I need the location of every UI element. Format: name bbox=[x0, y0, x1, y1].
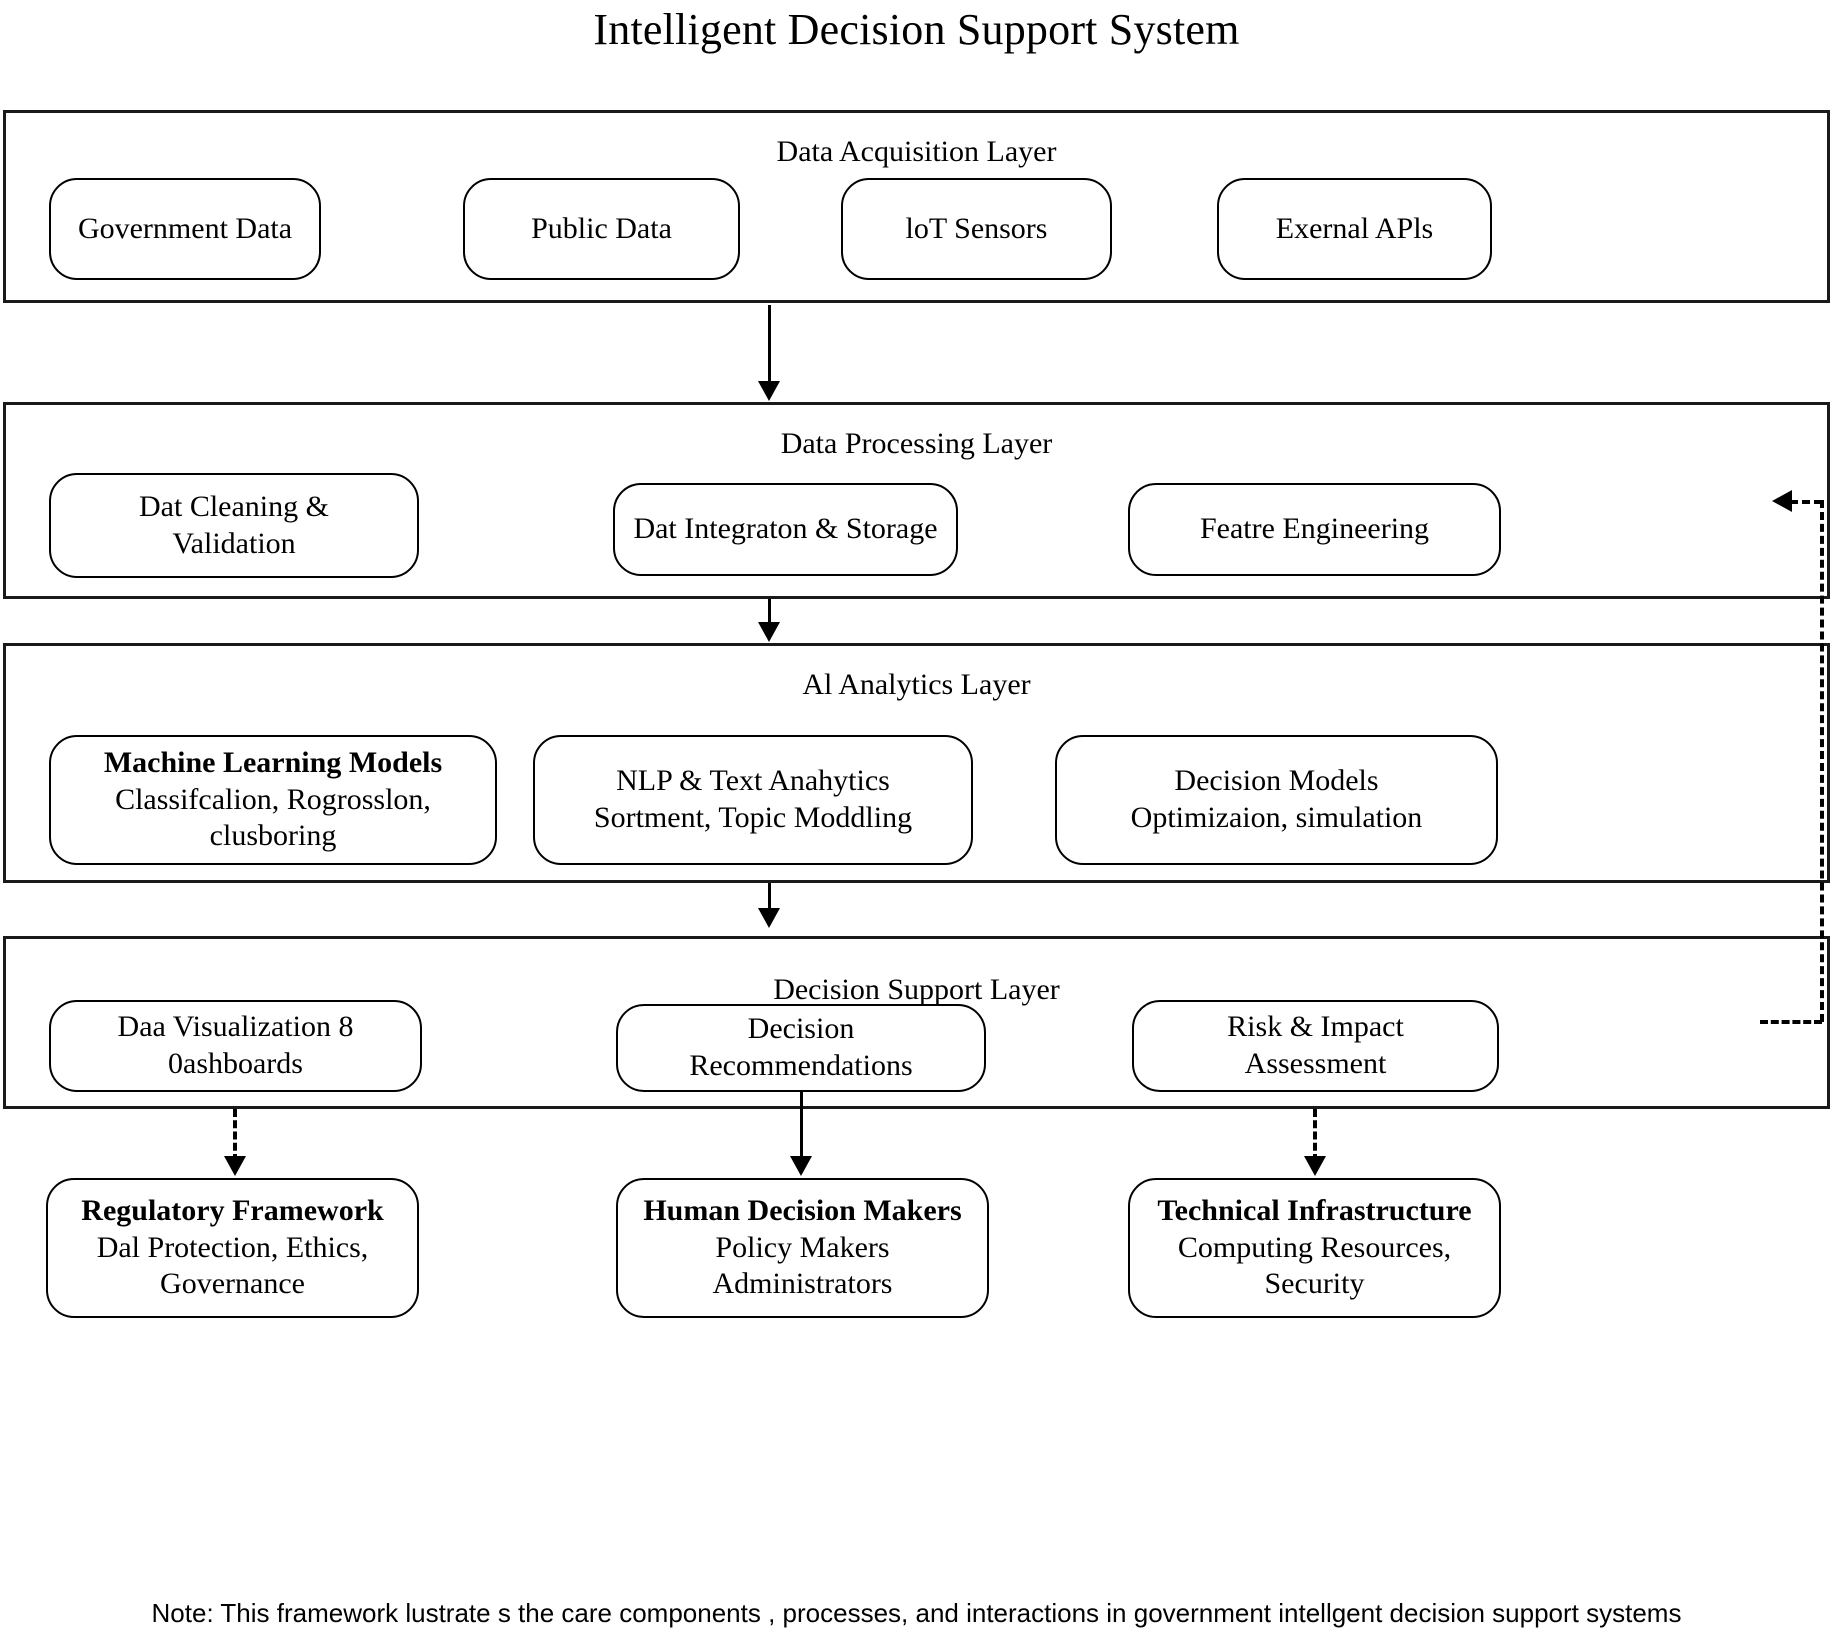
node-nlp-text-analytics[interactable]: NLP & Text Anahytics Sortment, Topic Mod… bbox=[533, 735, 973, 865]
node-decision-models-title: Decision Models bbox=[1174, 764, 1379, 798]
node-feature-engineering-label: Featre Engineering bbox=[1199, 512, 1430, 546]
node-data-integration-storage-label: Dat Integraton & Storage bbox=[633, 512, 938, 546]
arrow-processing-to-ai-head bbox=[758, 622, 780, 642]
connector-to-technical-infrastructure-dashed bbox=[1313, 1109, 1317, 1162]
node-iot-sensors[interactable]: loT Sensors bbox=[841, 178, 1112, 280]
node-technical-infrastructure-title: Technical Infrastructure bbox=[1157, 1194, 1472, 1228]
connector-to-human-decision-makers-line bbox=[800, 1092, 803, 1162]
arrow-processing-to-ai-line bbox=[768, 599, 771, 627]
page-title: Intelligent Decision Support System bbox=[593, 5, 1240, 54]
node-iot-sensors-label: loT Sensors bbox=[905, 211, 1048, 245]
feedback-loop-vertical-dashed bbox=[1820, 500, 1824, 1022]
node-decision-models[interactable]: Decision Models Optimizaion, simulation bbox=[1055, 735, 1498, 865]
node-feature-engineering[interactable]: Featre Engineering bbox=[1128, 483, 1501, 576]
connector-to-human-decision-makers-head bbox=[790, 1156, 812, 1176]
footer-note: Note: This framework lustrate s the care… bbox=[151, 1597, 1682, 1628]
node-decision-models-sub: Optimizaion, simulation bbox=[1130, 801, 1423, 834]
arrow-acquisition-to-processing-line bbox=[768, 305, 771, 383]
layer-title-data-acquisition: Data Acquisition Layer bbox=[776, 135, 1057, 168]
node-government-data[interactable]: Government Data bbox=[49, 178, 321, 280]
node-regulatory-framework[interactable]: Regulatory Framework Dal Protection, Eth… bbox=[46, 1178, 419, 1318]
node-technical-infrastructure-sub: Computing Resources, Security bbox=[1177, 1230, 1452, 1301]
node-public-data-label: Public Data bbox=[531, 211, 672, 245]
arrow-ai-to-decision-head bbox=[758, 908, 780, 928]
feedback-loop-bottom-dashed bbox=[1760, 1020, 1822, 1024]
node-machine-learning-models-title: Machine Learning Models bbox=[103, 746, 443, 780]
node-government-data-label: Government Data bbox=[77, 211, 293, 245]
node-nlp-text-analytics-title: NLP & Text Anahytics bbox=[616, 764, 890, 798]
node-human-decision-makers-sub: Policy Makers Administrators bbox=[712, 1230, 893, 1301]
node-machine-learning-models-sub: Classifcalion, Rogrosslon, clusboring bbox=[115, 782, 431, 853]
node-data-visualization-dashboards[interactable]: Daa Visualization 8 0ashboards bbox=[49, 1000, 422, 1092]
layer-title-decision-support: Decision Support Layer bbox=[773, 973, 1060, 1006]
feedback-loop-arrow-head bbox=[1772, 490, 1792, 512]
node-machine-learning-models[interactable]: Machine Learning Models Classifcalion, R… bbox=[49, 735, 497, 865]
node-technical-infrastructure[interactable]: Technical Infrastructure Computing Resou… bbox=[1128, 1178, 1501, 1318]
node-risk-impact-assessment[interactable]: Risk & Impact Assessment bbox=[1132, 1000, 1499, 1092]
node-human-decision-makers[interactable]: Human Decision Makers Policy Makers Admi… bbox=[616, 1178, 989, 1318]
node-external-apis[interactable]: Exernal APls bbox=[1217, 178, 1492, 280]
arrow-ai-to-decision-line bbox=[768, 883, 771, 913]
node-risk-impact-assessment-label: Risk & Impact Assessment bbox=[1227, 1010, 1404, 1080]
arrow-acquisition-to-processing-head bbox=[758, 381, 780, 401]
layer-title-data-processing: Data Processing Layer bbox=[780, 427, 1053, 460]
node-human-decision-makers-title: Human Decision Makers bbox=[643, 1194, 962, 1228]
connector-to-regulatory-framework-head bbox=[224, 1156, 246, 1176]
node-regulatory-framework-sub: Dal Protection, Ethics, Governance bbox=[96, 1230, 369, 1301]
connector-to-technical-infrastructure-head bbox=[1304, 1156, 1326, 1176]
node-data-cleaning-validation-label: Dat Cleaning & Validation bbox=[139, 489, 329, 560]
feedback-loop-top-dashed bbox=[1790, 500, 1822, 504]
node-public-data[interactable]: Public Data bbox=[463, 178, 740, 280]
node-data-integration-storage[interactable]: Dat Integraton & Storage bbox=[613, 483, 958, 576]
node-external-apis-label: Exernal APls bbox=[1275, 211, 1434, 245]
node-data-visualization-dashboards-label: Daa Visualization 8 0ashboards bbox=[117, 1010, 354, 1080]
node-decision-recommendations[interactable]: Decision Recommendations bbox=[616, 1004, 986, 1092]
node-regulatory-framework-title: Regulatory Framework bbox=[81, 1194, 384, 1228]
node-decision-recommendations-label: Decision Recommendations bbox=[689, 1012, 913, 1082]
node-nlp-text-analytics-sub: Sortment, Topic Moddling bbox=[593, 801, 913, 834]
node-data-cleaning-validation[interactable]: Dat Cleaning & Validation bbox=[49, 473, 419, 578]
connector-to-regulatory-framework-dashed bbox=[233, 1109, 237, 1162]
layer-title-ai-analytics: Al Analytics Layer bbox=[802, 668, 1031, 701]
